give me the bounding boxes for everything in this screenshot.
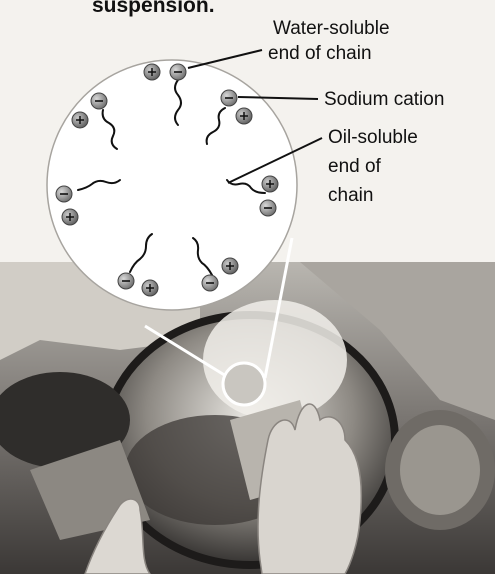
oil-soluble-label-line2: end of — [328, 156, 382, 177]
carboxylate-head-icon — [56, 186, 72, 202]
sodium-ion-icon — [72, 112, 88, 128]
sodium-ion-icon — [262, 176, 278, 192]
carboxylate-head-icon — [260, 200, 276, 216]
water-soluble-label-line1: Water-soluble — [273, 18, 390, 39]
sodium-ion-icon — [142, 280, 158, 296]
carboxylate-head-icon — [91, 93, 107, 109]
oil-soluble-label-line1: Oil-soluble — [328, 127, 418, 148]
carboxylate-head-icon — [170, 64, 186, 80]
sodium-ion-icon — [62, 209, 78, 225]
carboxylate-head-icon — [202, 275, 218, 291]
sodium-cation-label: Sodium cation — [324, 89, 444, 110]
sodium-ion-icon — [144, 64, 160, 80]
magnified-spot — [223, 363, 265, 405]
dishwashing-photo — [0, 262, 495, 574]
water-soluble-label-line2: end of chain — [268, 43, 372, 64]
carboxylate-head-icon — [118, 273, 134, 289]
sodium-ion-icon — [236, 108, 252, 124]
sodium-ion-icon — [222, 258, 238, 274]
oil-soluble-label-line3: chain — [328, 185, 373, 206]
top-caption-text: suspension. — [92, 0, 215, 17]
carboxylate-head-icon — [221, 90, 237, 106]
